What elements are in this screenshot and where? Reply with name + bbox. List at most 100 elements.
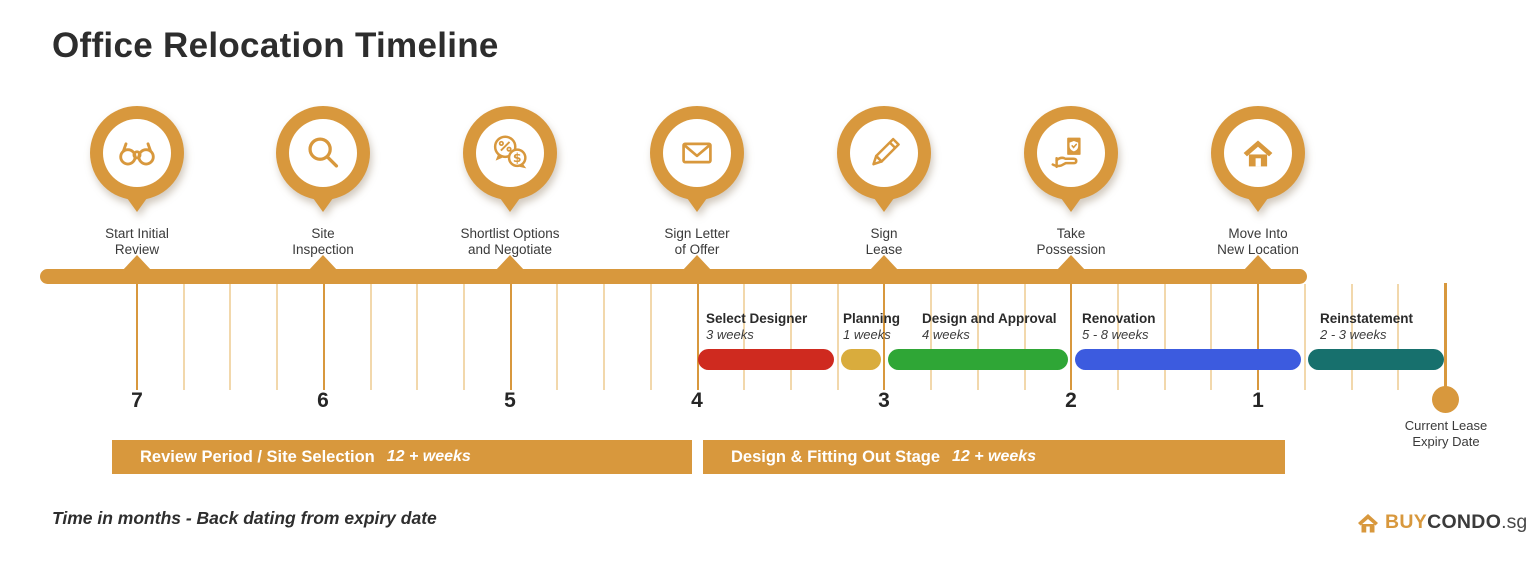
week-tick: [1350, 284, 1353, 390]
month-tick: [1070, 284, 1073, 390]
month-marker-triangle: [1056, 255, 1086, 271]
binoculars-icon: [103, 119, 171, 187]
logo-text-condo: CONDO: [1427, 511, 1502, 533]
stage-bar-label: Design & Fitting Out Stage: [731, 447, 940, 466]
milestone-pin: $: [463, 106, 557, 216]
phase-pill: [841, 349, 881, 370]
stage-bar-label: Review Period / Site Selection: [140, 447, 375, 466]
week-tick: [1303, 284, 1306, 390]
week-tick: [790, 284, 792, 390]
phase-label: Planning 1 weeks: [843, 311, 900, 342]
svg-text:$: $: [513, 150, 522, 165]
month-number: 7: [131, 389, 143, 412]
phase-name: Planning: [843, 311, 900, 326]
month-marker-triangle: [495, 255, 525, 271]
phase-duration: 5 - 8 weeks: [1082, 327, 1149, 342]
expiry-marker-line: [1444, 283, 1447, 390]
month-marker-triangle: [682, 255, 712, 271]
milestone-pin: [1024, 106, 1118, 216]
logo-text-buy: BUY: [1385, 511, 1428, 533]
month-tick: [322, 284, 325, 390]
phase-duration: 1 weeks: [843, 327, 891, 342]
week-tick: [1023, 284, 1026, 390]
month-marker-triangle: [308, 255, 338, 271]
page-title: Office Relocation Timeline: [52, 26, 499, 65]
month-number: 5: [504, 389, 516, 412]
week-tick: [1117, 284, 1119, 390]
week-tick: [229, 284, 232, 390]
milestone-pin: [837, 106, 931, 216]
phase-duration: 4 weeks: [922, 327, 970, 342]
month-marker-triangle: [869, 255, 899, 271]
month-tick: [136, 284, 138, 390]
month-number: 1: [1252, 389, 1264, 412]
week-tick: [182, 284, 185, 390]
stage-bar-review-period: Review Period / Site Selection 12 + week…: [112, 440, 692, 474]
phase-name: Design and Approval: [922, 311, 1057, 326]
week-tick: [603, 284, 606, 390]
month-tick: [883, 284, 886, 390]
week-tick: [743, 284, 746, 390]
week-tick: [276, 284, 279, 390]
week-tick: [416, 284, 419, 390]
timeline-bar: [40, 269, 1307, 284]
footnote: Time in months - Back dating from expiry…: [52, 508, 437, 528]
phase-name: Select Designer: [706, 311, 808, 326]
stage-bar-design-fitting: Design & Fitting Out Stage 12 + weeks: [703, 440, 1285, 474]
stage-bar-duration: 12 + weeks: [386, 448, 471, 465]
phase-duration: 2 - 3 weeks: [1320, 327, 1387, 342]
phase-label: Reinstatement 2 - 3 weeks: [1320, 311, 1413, 342]
pencil-icon: [850, 119, 918, 187]
month-number: 3: [878, 389, 890, 412]
month-tick: [509, 284, 512, 390]
chat-negotiate-icon: $: [476, 119, 544, 187]
month-tick: [696, 284, 699, 390]
expiry-label-line2: Expiry Date: [1412, 434, 1480, 450]
phase-pill: [698, 349, 834, 370]
week-tick: [1397, 284, 1400, 390]
month-marker-triangle: [1243, 255, 1273, 271]
week-tick: [556, 284, 559, 390]
week-tick: [836, 284, 839, 390]
stage-bar-duration: 12 + weeks: [952, 448, 1037, 465]
phase-duration: 3 weeks: [706, 327, 754, 342]
month-tick: [1257, 284, 1260, 390]
milestone-pin: [90, 106, 184, 216]
milestone-pin: [1211, 106, 1305, 216]
week-tick: [1163, 284, 1166, 390]
week-tick: [976, 284, 979, 390]
home-icon: [1356, 512, 1380, 534]
month-number: 2: [1065, 389, 1077, 412]
month-number: 6: [317, 389, 329, 412]
magnifier-icon: [289, 119, 357, 187]
expiry-label-line1: Current Lease: [1404, 418, 1488, 433]
phase-name: Reinstatement: [1320, 311, 1414, 326]
week-tick: [463, 284, 465, 390]
envelope-icon: [663, 119, 731, 187]
phase-label: Renovation 5 - 8 weeks: [1082, 311, 1156, 342]
month-marker-triangle: [122, 255, 152, 271]
phase-label: Design and Approval 4 weeks: [922, 311, 1057, 342]
expiry-label: Current Lease Expiry Date: [1376, 418, 1516, 451]
hand-document-icon: [1037, 119, 1105, 187]
phase-pill: [1308, 349, 1444, 370]
logo-text-sg: .sg: [1501, 511, 1528, 533]
month-number: 4: [691, 389, 703, 412]
week-tick: [649, 284, 652, 390]
week-tick: [930, 284, 933, 390]
home-icon: [1224, 119, 1292, 187]
phase-pill: [1075, 349, 1301, 370]
week-tick: [369, 284, 372, 390]
expiry-marker-dot: [1432, 386, 1459, 413]
phase-label: Select Designer 3 weeks: [706, 311, 807, 342]
phase-name: Renovation: [1082, 311, 1156, 326]
